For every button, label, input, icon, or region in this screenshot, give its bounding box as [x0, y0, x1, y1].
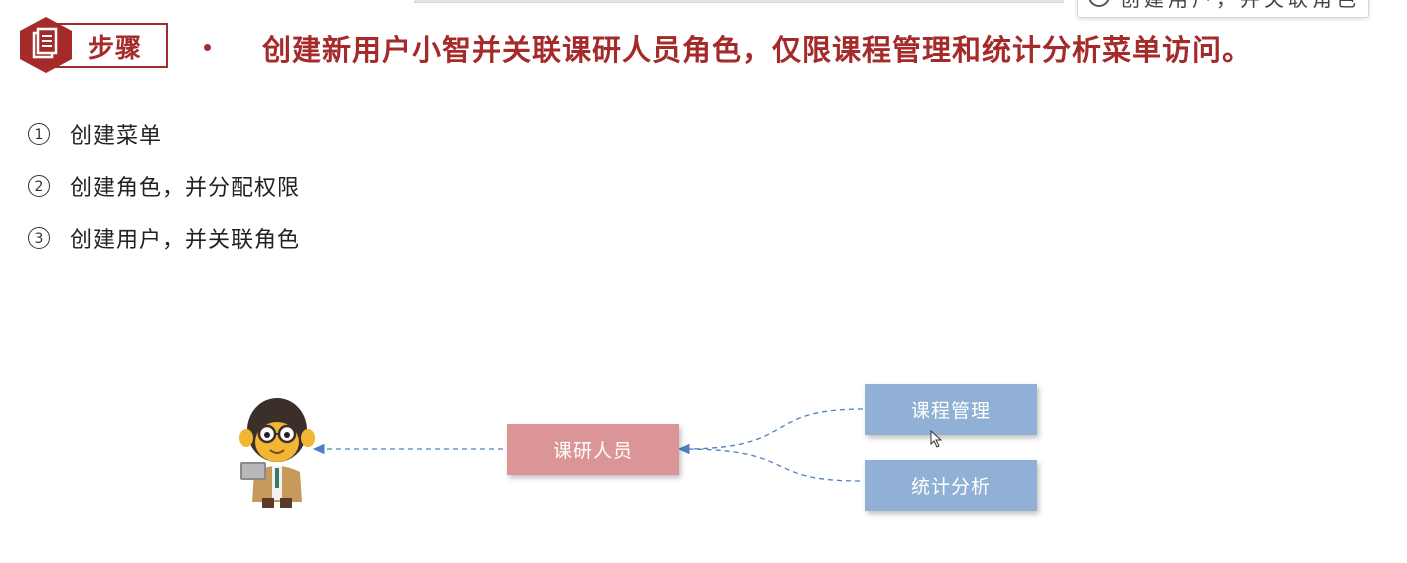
menu-node-stats: 统计分析 [865, 460, 1037, 511]
role-node: 课研人员 [507, 424, 679, 475]
connector-stats-to-role [683, 449, 860, 481]
user-avatar [232, 390, 322, 510]
connector-course-to-role [683, 409, 863, 449]
menu-node-course: 课程管理 [865, 384, 1037, 435]
mouse-cursor-icon [930, 430, 944, 448]
